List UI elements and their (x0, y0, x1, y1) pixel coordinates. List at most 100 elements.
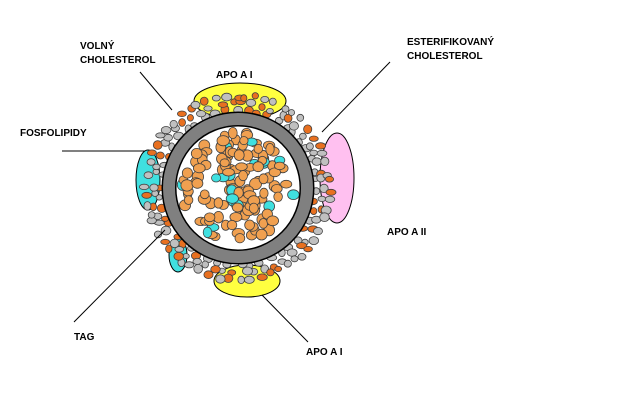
core-lipid-droplet (226, 219, 238, 231)
free-cholesterol-molecule (153, 230, 163, 239)
free-cholesterol-molecule (260, 96, 270, 104)
core-lipid-droplet (181, 167, 193, 179)
free-cholesterol-molecule (265, 108, 274, 115)
surface-lipid-molecule (303, 246, 313, 253)
surface-lipid-molecule (325, 188, 337, 196)
core-lipid-droplet (252, 161, 264, 173)
core-lipid-droplet (266, 215, 280, 227)
free-cholesterol-label-line2: CHOLESTEROL (80, 55, 156, 66)
phospholipids-label: FOSFOLIPIDY (20, 128, 87, 139)
core-lipid-droplet (239, 136, 249, 146)
surface-lipid-molecule (210, 265, 221, 274)
free-cholesterol-molecule (311, 157, 322, 166)
core-cyan-speck (202, 226, 213, 239)
surface-lipid-molecule (176, 110, 187, 117)
free-cholesterol-molecule (283, 259, 292, 268)
surface-lipid-molecule (283, 113, 293, 123)
free-cholesterol-molecule (324, 195, 336, 203)
free-cholesterol-molecule (243, 275, 255, 284)
core-lipid-droplet (259, 187, 269, 199)
surface-lipid-molecule (141, 191, 153, 199)
free-cholesterol-molecule (203, 105, 213, 112)
free-cholesterol-molecule (196, 110, 207, 118)
free-cholesterol-molecule (316, 149, 328, 157)
free-cholesterol-molecule (138, 183, 150, 190)
surface-lipid-molecule (240, 94, 248, 102)
tag-label: TAG (74, 332, 95, 343)
core-lipid-droplet (180, 179, 194, 192)
free-cholesterol-molecule (268, 97, 277, 106)
free-cholesterol-molecule (305, 142, 314, 151)
free-cholesterol-molecule (296, 113, 305, 122)
core-lipid-droplet (183, 195, 194, 205)
free-cholesterol-molecule (290, 255, 299, 263)
free-cholesterol-molecule (309, 149, 319, 157)
core-lipid-droplet (258, 173, 269, 185)
free-cholesterol-molecule (193, 263, 204, 274)
surface-lipid-molecule (274, 265, 283, 273)
core-lipid-droplet (255, 228, 268, 241)
core-lipid-droplet (190, 147, 203, 159)
free-cholesterol-molecule (286, 248, 298, 257)
surface-lipid-molecule (266, 268, 275, 277)
free-cholesterol-molecule (313, 227, 323, 236)
free-cholesterol-pointer (139, 71, 173, 111)
core-lipid-droplet (191, 178, 204, 189)
free-cholesterol-molecule (299, 132, 307, 140)
core-lipids (176, 127, 300, 244)
core-lipid-droplet (249, 177, 263, 191)
free-cholesterol-molecule (147, 211, 156, 219)
phospholipid-cyan-left (135, 149, 161, 211)
esterified-cholesterol-label-line2: CHOLESTEROL (407, 51, 483, 62)
surface-lipid-molecule (217, 101, 228, 108)
core-lipid-droplet (253, 143, 263, 154)
free-cholesterol-molecule (201, 260, 209, 269)
core-lipid-droplet (216, 135, 230, 147)
esterified-cholesterol-label-line1: ESTERIFIKOVANÝ (407, 35, 494, 48)
free-cholesterol-molecule (169, 238, 180, 249)
free-cholesterol-molecule (155, 132, 166, 139)
surface-lipid-molecule (315, 142, 327, 150)
core-cyan-speck (287, 189, 300, 201)
core-lipid-droplet (273, 191, 283, 203)
surface-lipid-molecule (251, 92, 259, 100)
apo-a2-label: APO A II (387, 227, 426, 238)
apo-a1-bottom-label: APO A I (306, 347, 343, 358)
free-cholesterol-molecule (192, 257, 202, 265)
free-cholesterol-molecule (143, 171, 154, 180)
core-cyan-speck (211, 173, 222, 183)
core-lipid-droplet (234, 233, 246, 244)
free-cholesterol-molecule (237, 275, 245, 284)
surface-lipid-molecule (256, 273, 268, 281)
core-cyan-speck (225, 193, 239, 204)
free-cholesterol-molecule (160, 225, 172, 236)
free-cholesterol-molecule (242, 266, 253, 276)
core-lipid-droplet (199, 189, 210, 200)
core-lipid-droplet (228, 127, 238, 140)
free-cholesterol-molecule (184, 261, 195, 269)
free-cholesterol-molecule (319, 212, 330, 223)
free-cholesterol-molecule (320, 156, 330, 166)
core-lipid-droplet (233, 149, 245, 161)
surface-lipid-molecule (155, 151, 165, 160)
free-cholesterol-molecule (146, 158, 156, 166)
surface-lipid-molecule (186, 114, 194, 122)
core-lipid-droplet (238, 170, 248, 182)
free-cholesterol-molecule (169, 119, 178, 129)
free-cholesterol-molecule (317, 195, 327, 202)
free-cholesterol-molecule (152, 163, 161, 171)
core-lipid-droplet (270, 184, 283, 194)
core-lipid-droplet (248, 202, 259, 214)
core-lipid-droplet (193, 163, 206, 174)
core-lipid-droplet (274, 161, 286, 171)
free-cholesterol-molecule (281, 105, 290, 113)
surface-lipid-molecule (303, 124, 313, 135)
core-lipid-droplet (265, 142, 275, 156)
surface-lipid-molecule (203, 270, 214, 280)
free-cholesterol-label-line1: VOLNÝ (80, 39, 115, 52)
free-cholesterol-molecule (190, 100, 201, 109)
particle-shell-ring-fill (163, 113, 313, 263)
free-cholesterol-molecule (149, 183, 159, 192)
free-cholesterol-molecule (215, 274, 226, 284)
